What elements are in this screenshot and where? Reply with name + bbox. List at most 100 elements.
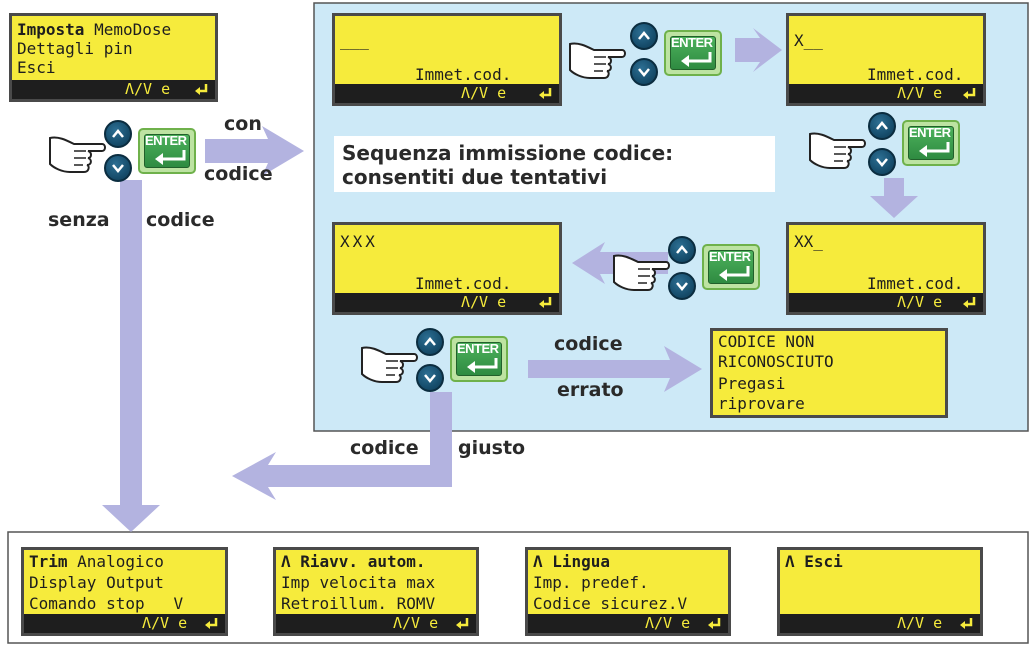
down-button[interactable] xyxy=(668,272,696,300)
sequence-title-box xyxy=(334,136,775,192)
return-arrow-icon xyxy=(708,618,721,629)
up-arrow-button-icon xyxy=(424,337,436,346)
label-codice-wrong: codice xyxy=(554,333,623,355)
arrow-to-panel xyxy=(205,126,304,176)
label-codice-correct: codice xyxy=(350,437,419,459)
up-button[interactable] xyxy=(668,236,696,264)
arrow-correct-code xyxy=(232,392,452,500)
lcd-hint-bar xyxy=(780,614,980,633)
up-arrow-button-icon xyxy=(676,245,688,254)
lcd-line-bold: Λ Esci xyxy=(785,552,843,571)
up-arrow-button-icon xyxy=(638,31,650,40)
enter-key-icon xyxy=(155,150,186,165)
down-button[interactable] xyxy=(868,148,896,176)
lcd-line: XXX xyxy=(340,232,378,251)
enter-button[interactable]: ENTER xyxy=(138,128,196,174)
lcd-line: riprovare xyxy=(718,394,805,413)
enter-label: ENTER xyxy=(709,249,751,264)
lcd-line: RICONOSCIUTO xyxy=(718,352,834,371)
enter-button[interactable]: ENTER xyxy=(664,30,722,76)
lcd-hint-bar xyxy=(24,614,225,633)
button-group-seq-3: ENTER xyxy=(612,234,782,304)
up-arrow-button-icon xyxy=(112,129,124,138)
lcd-hint-text: Λ/V e xyxy=(897,84,943,102)
down-button[interactable] xyxy=(104,154,132,182)
button-group-seq-4: ENTER xyxy=(360,326,530,396)
lcd-hint-text: Λ/V e xyxy=(142,614,188,632)
pointing-hand-icon xyxy=(569,42,626,79)
return-arrow-icon xyxy=(195,84,208,95)
return-arrow-icon xyxy=(963,88,976,99)
pointing-hand-icon xyxy=(613,254,670,291)
enter-button[interactable]: ENTER xyxy=(702,244,760,290)
label-errato: errato xyxy=(557,379,624,401)
enter-key-icon xyxy=(467,358,498,373)
lcd-code-1: ___ Immet.cod. Λ/V e xyxy=(332,13,562,106)
sequence-title-line2: consentiti due tentativi xyxy=(342,165,608,189)
lcd-line: Display Output xyxy=(29,573,164,592)
up-button[interactable] xyxy=(416,328,444,356)
lcd-menu-4: Λ Esci Λ/V e xyxy=(777,547,983,636)
label-codice-top: codice xyxy=(204,163,273,185)
lcd-hint-bar xyxy=(276,614,476,633)
down-arrow-button-icon xyxy=(876,158,888,167)
enter-button[interactable]: ENTER xyxy=(450,336,508,382)
enter-key-icon xyxy=(681,52,712,67)
button-group-seq-1: ENTER xyxy=(568,22,738,92)
lcd-line: Immet.cod. xyxy=(867,274,964,293)
down-button[interactable] xyxy=(630,58,658,86)
down-arrow-button-icon xyxy=(112,164,124,173)
lcd-hint-bar xyxy=(789,84,983,103)
lcd-line: Codice sicurez.V xyxy=(533,594,688,613)
lcd-code-4: XXX Immet.cod. Λ/V e xyxy=(332,222,562,315)
pointing-hand-icon xyxy=(361,346,418,383)
down-arrow-button-icon xyxy=(424,374,436,383)
lcd-menu-3: Λ Lingua Imp. predef. Codice sicurez.V Λ… xyxy=(525,547,731,636)
enter-label: ENTER xyxy=(671,35,713,50)
lcd-hint-bar xyxy=(335,84,559,103)
return-arrow-icon xyxy=(539,88,552,99)
button-group-seq-2: ENTER xyxy=(808,112,978,182)
lcd-code-3: XX_ Immet.cod. Λ/V e xyxy=(786,222,986,315)
lcd-line: Comando stop V xyxy=(29,594,184,613)
lcd-line: Immet.cod. xyxy=(415,274,512,293)
label-codice-left: codice xyxy=(146,209,215,231)
up-button[interactable] xyxy=(104,120,132,148)
lcd-line: Dettagli pin xyxy=(17,39,133,58)
lcd-start-menu: Imposta MemoDose Dettagli pin Esci Λ/V e xyxy=(9,13,218,102)
lcd-line: Pregasi xyxy=(718,374,786,393)
lcd-code-2: X__ Immet.cod. Λ/V e xyxy=(786,13,986,106)
pointing-hand-icon xyxy=(49,136,106,173)
down-button[interactable] xyxy=(416,364,444,392)
lcd-line: Imp velocita max xyxy=(281,573,436,592)
lcd-line: ___ xyxy=(340,31,369,50)
lcd-hint-bar xyxy=(528,614,728,633)
label-senza: senza xyxy=(48,209,110,231)
return-arrow-icon xyxy=(539,297,552,308)
lcd-hint-text: Λ/V e xyxy=(125,80,171,98)
enter-label: ENTER xyxy=(909,125,951,140)
button-group-start: ENTER xyxy=(48,116,208,186)
lcd-line: X__ xyxy=(794,31,823,50)
up-button[interactable] xyxy=(630,22,658,50)
lcd-line-bold: Trim xyxy=(29,552,68,571)
enter-key-icon xyxy=(719,266,750,281)
lcd-hint-text: Λ/V e xyxy=(461,84,507,102)
enter-label: ENTER xyxy=(457,341,499,356)
lcd-line-rest: MemoDose xyxy=(84,20,172,39)
lcd-line: Esci xyxy=(17,58,56,77)
enter-key-icon xyxy=(919,142,950,157)
label-giusto: giusto xyxy=(458,437,526,459)
arrow-code-1-to-2 xyxy=(735,28,782,72)
lcd-line-bold: Λ Riavv. autom. xyxy=(281,552,426,571)
lcd-hint-text: Λ/V e xyxy=(897,614,943,632)
enter-button[interactable]: ENTER xyxy=(902,120,960,166)
lcd-hint-bar xyxy=(335,293,559,312)
lcd-hint-text: Λ/V e xyxy=(645,614,691,632)
up-button[interactable] xyxy=(868,112,896,140)
pointing-hand-icon xyxy=(809,132,866,169)
lcd-line: Immet.cod. xyxy=(415,65,512,84)
up-arrow-button-icon xyxy=(876,121,888,130)
lcd-hint-bar xyxy=(789,293,983,312)
lcd-line-bold: Λ Lingua xyxy=(533,552,611,571)
